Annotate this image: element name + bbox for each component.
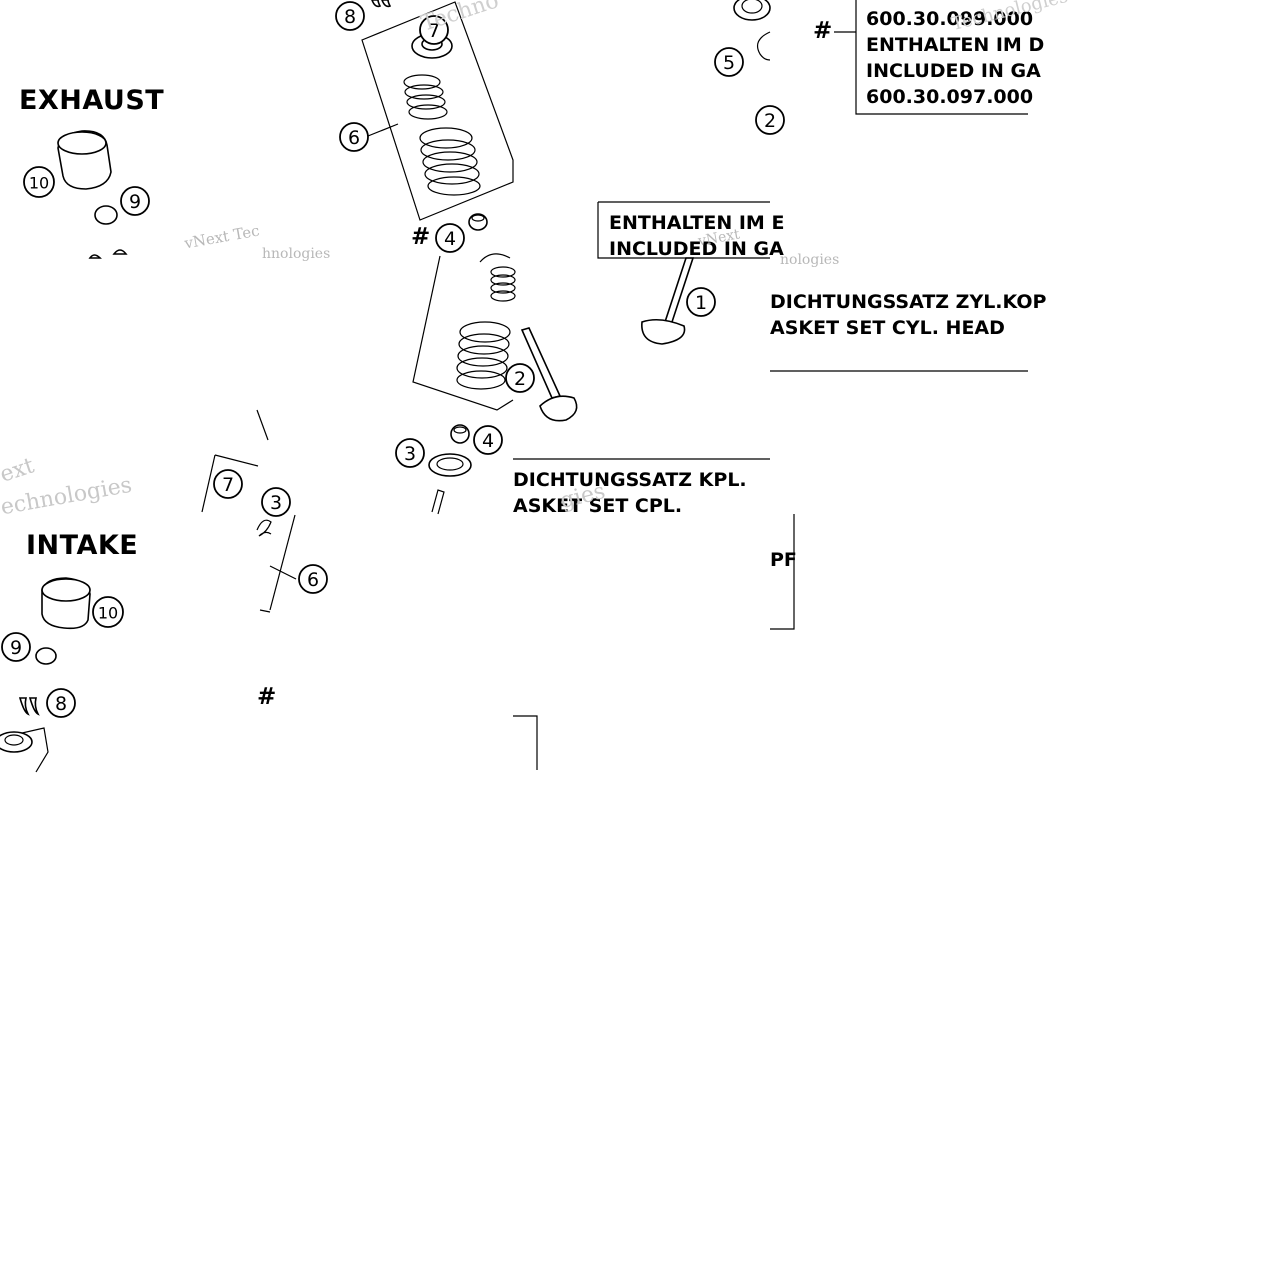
svg-text:7: 7 (222, 474, 234, 496)
hash-marker-middle: # (411, 224, 431, 250)
svg-text:2: 2 (514, 368, 526, 390)
svg-text:8: 8 (55, 693, 67, 715)
svg-text:5: 5 (723, 52, 735, 74)
callout-5: 5 (714, 47, 744, 77)
exhaust-valve (641, 257, 695, 345)
svg-text:9: 9 (129, 191, 141, 213)
svg-text:1: 1 (695, 292, 707, 314)
svg-text:7: 7 (428, 20, 440, 42)
intake-valve (520, 327, 578, 422)
svg-text:4: 4 (482, 430, 494, 452)
intake-stem-seal (450, 424, 470, 444)
intake-spring-box (412, 253, 516, 411)
svg-text:6: 6 (307, 569, 319, 591)
svg-text:2: 2 (764, 110, 776, 132)
included-text-de: ENTHALTEN IM D (866, 34, 1045, 56)
exhaust-bucket-tappet (57, 130, 112, 190)
hash-marker-top: # (813, 18, 833, 44)
callout-1: 1 (686, 287, 716, 317)
callout-3: 3 (395, 438, 425, 468)
callout-3-intake: 3 (261, 487, 291, 517)
part-number-2: 600.30.097.000 (866, 86, 1034, 108)
svg-text:6: 6 (348, 127, 360, 149)
callout-2-partial: 2 (755, 105, 785, 135)
intake-bucket-tappet (41, 577, 91, 630)
hash-marker-bottom: # (257, 684, 277, 710)
part-number-1: 600.30.099.000 (866, 8, 1034, 30)
svg-text:10: 10 (98, 604, 118, 623)
text-fragment: PF (770, 549, 797, 571)
callout-2: 2 (505, 363, 535, 393)
callout-10-exhaust: 10 (23, 166, 55, 198)
intake-spring-seat (428, 453, 472, 477)
gasket-complete-en: ASKET SET CPL. (513, 495, 683, 517)
intake-heading: INTAKE (26, 530, 139, 561)
callout-9-exhaust: 9 (120, 186, 150, 216)
gasket-text-en: ASKET SET CYL. HEAD (770, 317, 1005, 339)
watermark: nologies (780, 252, 840, 268)
intake-keepers (18, 697, 40, 716)
svg-text:9: 9 (10, 637, 22, 659)
svg-text:3: 3 (270, 492, 282, 514)
gasket-complete-de: DICHTUNGSSATZ KPL. (513, 469, 747, 491)
watermark: hnologies (262, 246, 331, 262)
exhaust-shim (94, 205, 118, 225)
intake-shim (35, 647, 57, 665)
callout-4-exhaust: 4 (435, 223, 465, 253)
callout-7-intake: 7 (213, 469, 243, 499)
callout-6-intake: 6 (298, 564, 328, 594)
callout-7-exhaust: 7 (419, 15, 449, 45)
exhaust-keepers (88, 249, 128, 259)
callout-6-exhaust: 6 (339, 122, 369, 152)
exhaust-spring-box (361, 1, 514, 221)
callout-4-intake: 4 (473, 425, 503, 455)
callout-10-intake: 10 (92, 596, 124, 628)
included-text-en: INCLUDED IN GA (866, 60, 1041, 82)
intake-spring-retainer (0, 727, 49, 773)
svg-text:4: 4 (444, 228, 456, 250)
gasket-text-de: DICHTUNGSSATZ ZYL.KOP (770, 291, 1047, 313)
exhaust-heading: EXHAUST (19, 85, 165, 116)
callout-8-exhaust: 8 (335, 1, 365, 31)
callout-label: 8 (344, 6, 356, 28)
exhaust-stem-seal (468, 213, 488, 231)
callout-9-intake: 9 (1, 632, 31, 662)
svg-text:3: 3 (404, 443, 416, 465)
callout-8-intake: 8 (46, 688, 76, 718)
included-text-en: INCLUDED IN GA (609, 238, 784, 260)
included-text-de: ENTHALTEN IM E (609, 212, 785, 234)
svg-text:10: 10 (29, 174, 49, 193)
